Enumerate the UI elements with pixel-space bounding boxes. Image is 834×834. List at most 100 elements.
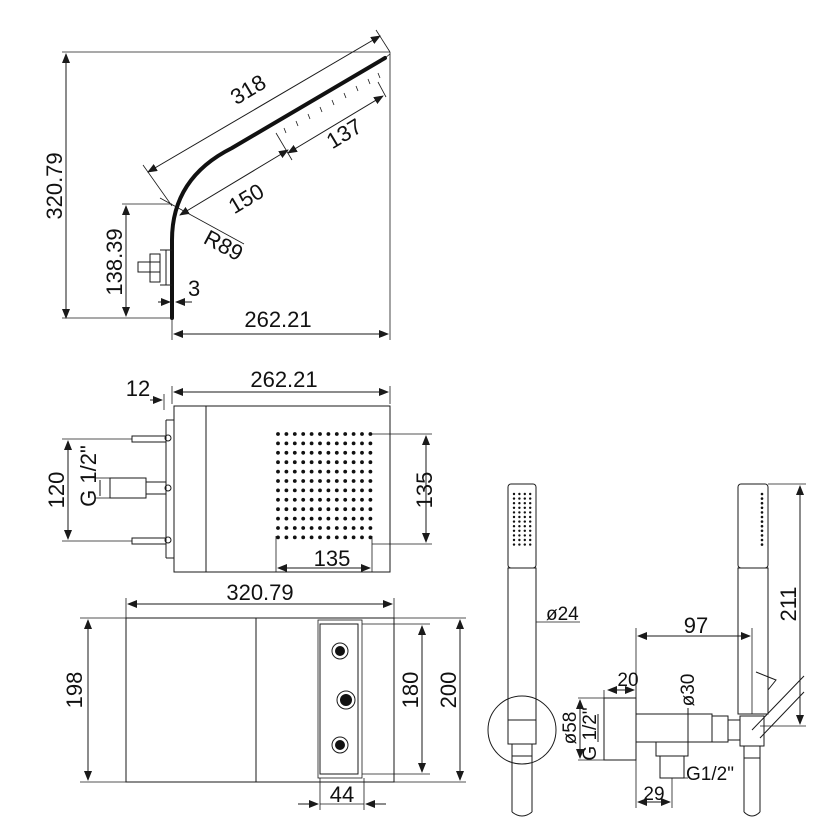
control-width-label: 44 (330, 782, 354, 807)
hand-shower-front-nozzles (512, 492, 532, 546)
inlet-thread-side-label: G 1/2" (580, 707, 601, 760)
nozzle-dot (284, 450, 289, 455)
body-height-label: 198 (62, 672, 87, 709)
nozzle-dot (529, 492, 532, 496)
handle-diameter-label: ø24 (546, 604, 579, 625)
nozzle-dot (351, 535, 356, 540)
nozzle-dot (343, 479, 348, 483)
nozzle-dot (368, 479, 373, 483)
nozzle-dot (529, 506, 532, 509)
nozzle-dot (292, 432, 297, 436)
nozzle-dot (512, 506, 516, 509)
nozzle-dot (276, 497, 280, 502)
nozzle-dot (326, 535, 331, 540)
offset-label: 29 (643, 784, 664, 805)
nozzle-dot (368, 535, 373, 540)
plate-diameter-label: ø58 (560, 712, 581, 745)
nozzle-dot (343, 460, 348, 465)
nozzle-dot (326, 469, 331, 474)
nozzle-dot (309, 469, 314, 474)
nozzle-dot (512, 538, 516, 542)
nozzle-dot (351, 460, 356, 465)
nozzle-dot (523, 511, 526, 514)
nozzle-dot (518, 502, 521, 505)
nozzle-dot (326, 526, 331, 530)
nozzle-dot (292, 535, 297, 540)
top-view: 262.21 12 120 G 1/2" (44, 367, 437, 573)
plate-offset-label: 12 (126, 376, 150, 401)
nozzle-dot (518, 520, 521, 523)
nozzle-dot (276, 432, 280, 436)
nozzle-dot (523, 520, 526, 523)
overall-front-height-label: 200 (436, 672, 461, 709)
nozzle-dot (334, 497, 339, 502)
nozzle-dot (351, 488, 356, 493)
nozzle-dot (368, 469, 373, 474)
nozzle-dot (351, 432, 356, 436)
front-width-label: 320.79 (226, 580, 293, 605)
front-body (125, 617, 395, 783)
hand-shower-front-view: ø24 (487, 483, 580, 817)
nozzle-dot (368, 526, 373, 530)
nozzle-dot (326, 507, 331, 512)
nozzle-dot (518, 511, 521, 514)
nozzle-dot (309, 497, 314, 502)
nozzle-dot (334, 469, 339, 474)
nozzle-dot (529, 525, 532, 528)
nozzle-dot (512, 492, 516, 496)
nozzle-dot (760, 506, 764, 510)
nozzle-dot (334, 535, 339, 540)
nozzle-dot (301, 535, 306, 540)
side-shower-head (737, 483, 769, 569)
overall-height-label: 320.79 (42, 152, 67, 219)
nozzle-dot (360, 507, 364, 512)
nozzle-dot (760, 534, 764, 537)
nozzle-dot (309, 450, 314, 455)
nozzle-dot (512, 543, 516, 546)
inlet-pipes (109, 434, 172, 545)
nozzle-dot (343, 526, 348, 530)
side-shower-nozzles (760, 492, 764, 546)
nozzle-dot (368, 497, 373, 502)
nozzle-dot (368, 507, 373, 512)
nozzle-dot (301, 460, 306, 465)
nozzle-dot (334, 460, 339, 465)
nozzle-dot (512, 529, 516, 532)
nozzle-dot (309, 507, 314, 512)
bend-radius-label: R89 (200, 225, 247, 266)
wall-valve (137, 249, 172, 286)
nozzle-dot (760, 524, 764, 528)
nozzle-dot (334, 479, 339, 483)
nozzle-dot (760, 538, 764, 542)
nozzle-dot (343, 507, 348, 512)
outlet-thread-label: G1/2" (686, 764, 734, 785)
reach-label: 97 (684, 613, 708, 638)
nozzle-dot (529, 502, 532, 505)
nozzle-dot (343, 535, 348, 540)
nozzle-dot (351, 469, 356, 474)
nozzle-dot (760, 511, 764, 514)
nozzle-dot (284, 460, 289, 465)
nozzle-dot (276, 526, 280, 530)
nozzle-dot (360, 432, 364, 436)
nozzle-dot (760, 515, 764, 519)
nozzle-dot (523, 502, 526, 505)
nozzle-dot (301, 488, 306, 493)
nozzle-dot (351, 479, 356, 483)
nozzle-dot (518, 543, 521, 546)
nozzle-dot (523, 543, 526, 546)
nozzle-dot (326, 479, 331, 483)
nozzle-width-label: 135 (314, 546, 351, 571)
nozzle-dot (301, 469, 306, 474)
depth-label: 262.21 (244, 307, 311, 332)
nozzle-dot (360, 497, 364, 502)
nozzle-dot (309, 441, 314, 446)
nozzle-dot (523, 529, 526, 532)
nozzle-dot (276, 516, 280, 521)
nozzle-dot (326, 488, 331, 493)
nozzle-dot (529, 511, 532, 514)
nozzle-dot (318, 479, 322, 483)
flange-label: 20 (617, 670, 638, 691)
nozzle-dot (292, 469, 297, 474)
